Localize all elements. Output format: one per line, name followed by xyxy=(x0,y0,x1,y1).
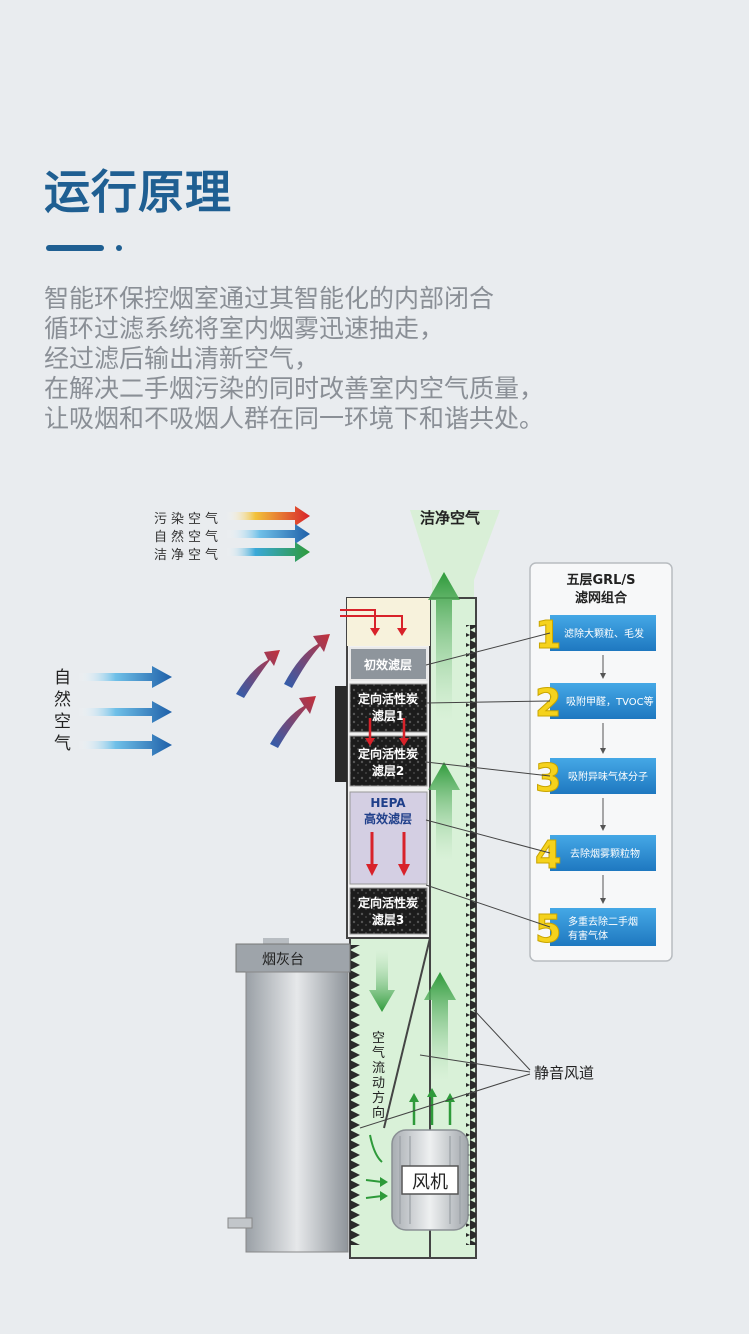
side-grille xyxy=(335,686,347,782)
natural-air-arrow xyxy=(78,701,172,723)
legend-clean-arrow xyxy=(226,542,310,562)
panel-item-number: 5 xyxy=(535,907,561,951)
inlet-arrow xyxy=(236,650,280,698)
panel-item-text: 有害气体 xyxy=(568,929,608,942)
ashtray-handle xyxy=(227,1217,253,1229)
panel-item-4: 4 去除烟雾颗粒物 xyxy=(535,833,656,878)
top-chamber-flow xyxy=(340,609,403,632)
intro-text: 智能环保控烟室通过其智能化的内部闭合 循环过滤系统将室内烟雾迅速抽走， 经过滤后… xyxy=(44,284,724,434)
clean-up-arrow xyxy=(424,972,456,1080)
inlet-arrow xyxy=(270,696,316,748)
intro-line: 智能环保控烟室通过其智能化的内部闭合 xyxy=(44,284,495,313)
panel-item-text: 去除烟雾颗粒物 xyxy=(570,847,640,860)
carbon-filter-3-label: 定向活性炭 xyxy=(358,895,418,910)
page-title: 运行原理 xyxy=(44,165,232,219)
clean-up-arrow xyxy=(428,762,460,860)
airflow-char: 流 xyxy=(372,1061,385,1076)
title-underline-dot xyxy=(116,245,122,251)
ashtray-cap xyxy=(235,943,351,973)
top-chamber-flow-head xyxy=(370,628,407,636)
inlet-arrow xyxy=(284,634,330,688)
airflow-char: 动 xyxy=(372,1076,385,1091)
inlet-arrows xyxy=(236,634,330,748)
panel-item-3: 3 吸附异味气体分子 xyxy=(535,756,656,801)
intro-line: 让吸烟和不吸烟人群在同一环境下和谐共处。 xyxy=(44,404,545,433)
duct-label: 静音风道 xyxy=(534,1064,594,1082)
airflow-char: 向 xyxy=(372,1105,385,1121)
natural-air-char: 自 xyxy=(54,668,71,688)
panel-item-number: 4 xyxy=(535,833,561,877)
panel-item-text: 吸附异味气体分子 xyxy=(568,770,648,783)
ashtray-label: 烟灰台 xyxy=(262,952,304,968)
left-silencer xyxy=(350,945,360,1245)
airflow-char: 方 xyxy=(372,1090,385,1106)
panel-item-number: 1 xyxy=(535,613,561,657)
inner-divider xyxy=(383,937,431,1129)
outlet-label: 洁净空气 xyxy=(420,509,480,527)
outlet-nozzle xyxy=(410,510,500,600)
intro-line: 经过滤后输出清新空气， xyxy=(44,344,320,373)
carbon-red-arrow-head xyxy=(365,738,409,746)
legend-natural-label: 自然空气 xyxy=(154,529,222,545)
hepa-filter-label: 高效滤层 xyxy=(364,811,412,826)
primary-filter xyxy=(349,647,428,681)
natural-air-arrow xyxy=(78,734,172,756)
panel-item-text: 多重去除二手烟 xyxy=(568,915,638,928)
panel-item-text: 滤除大颗粒、毛发 xyxy=(564,627,644,640)
panel-item-text: 吸附甲醛，TVOC等 xyxy=(566,695,654,708)
natural-air-char: 气 xyxy=(54,734,71,754)
intro-line: 在解决二手烟污染的同时改善室内空气质量， xyxy=(44,374,545,403)
fan-label: 风机 xyxy=(412,1172,448,1193)
natural-air-char: 空 xyxy=(54,712,71,732)
title-underline xyxy=(46,245,104,251)
fan-label-box xyxy=(401,1165,459,1195)
hepa-filter-label: HEPA xyxy=(370,796,406,810)
clean-up-arrow xyxy=(428,572,460,720)
hepa-filter xyxy=(349,791,428,885)
legend-clean-label: 洁净空气 xyxy=(154,547,222,563)
natural-air-inflow: 自 然 空 气 xyxy=(54,666,172,756)
legend: 污染空气 自然空气 洁净空气 xyxy=(154,506,310,563)
airflow-char: 气 xyxy=(372,1045,385,1061)
panel-item-1: 1 滤除大颗粒、毛发 xyxy=(535,613,656,658)
carbon-filter-2-label: 滤层2 xyxy=(372,763,404,778)
legend-pollute-label: 污染空气 xyxy=(154,511,222,527)
legend-natural-arrow xyxy=(226,524,310,544)
fan-inflow-arrows xyxy=(365,1134,388,1201)
ashtray-top xyxy=(263,938,289,946)
panel-title: 滤网组合 xyxy=(575,590,628,606)
natural-air-char: 然 xyxy=(54,690,71,710)
fan-blades xyxy=(399,1136,461,1224)
top-chamber xyxy=(347,598,430,646)
carbon-red-arrow xyxy=(368,718,406,740)
hepa-red-arrow-head xyxy=(366,864,410,876)
panel-title: 五层GRL/S xyxy=(566,573,635,588)
carbon-filter-2-label: 定向活性炭 xyxy=(358,746,418,761)
carbon-filter-3-label: 滤层3 xyxy=(372,912,404,927)
panel-item-2: 2 吸附甲醛，TVOC等 xyxy=(535,681,656,726)
ashtray-body xyxy=(245,971,349,1253)
duct-silencer xyxy=(466,625,476,1245)
clean-down-arrow xyxy=(369,950,395,1012)
natural-air-arrow xyxy=(78,666,172,688)
operation-diagram: 污染空气 自然空气 洁净空气 自 然 空 气 洁净空气 初效滤层 定向活性炭 滤… xyxy=(54,506,673,1259)
panel-item-number: 3 xyxy=(535,756,561,800)
intro-line: 循环过滤系统将室内烟雾迅速抽走， xyxy=(44,314,445,343)
airflow-char: 空 xyxy=(372,1031,385,1046)
primary-filter-label: 初效滤层 xyxy=(364,657,412,672)
carbon-filter-1 xyxy=(349,683,428,733)
legend-pollute-arrow xyxy=(226,506,310,526)
leader-lines xyxy=(425,632,551,928)
panel-item-number: 2 xyxy=(535,681,561,725)
duct-leader-lines xyxy=(359,1009,531,1129)
carbon-filter-2 xyxy=(349,735,428,787)
panel-item-5: 5 多重去除二手烟 有害气体 xyxy=(535,907,656,952)
hepa-red-arrow xyxy=(370,832,406,866)
carbon-filter-1-label: 滤层1 xyxy=(372,708,404,723)
carbon-filter-3 xyxy=(349,887,428,935)
carbon-filter-1-label: 定向活性炭 xyxy=(358,691,418,706)
panel-connector-arrows xyxy=(600,655,606,904)
